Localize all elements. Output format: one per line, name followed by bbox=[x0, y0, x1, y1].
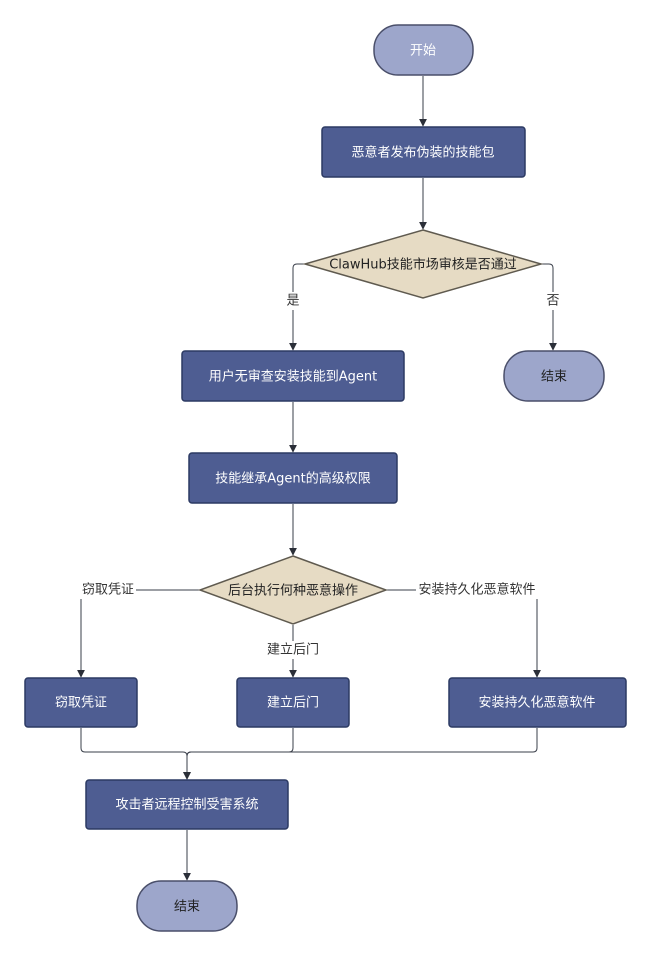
node-inherit-label: 技能继承Agent的高级权限 bbox=[215, 471, 370, 487]
node-end-final-label: 结束 bbox=[174, 900, 200, 915]
node-review-label: ClawHub技能市场审核是否通过 bbox=[329, 257, 517, 273]
node-publish-label: 恶意者发布伪装的技能包 bbox=[351, 145, 494, 161]
node-start[interactable]: 开始 bbox=[373, 24, 474, 76]
edge-review-install bbox=[289, 263, 305, 351]
edge-steal-control bbox=[80, 728, 191, 780]
node-install[interactable]: 用户无审查安装技能到Agent bbox=[181, 350, 405, 402]
edge-action-persist bbox=[386, 589, 541, 678]
node-control-label: 攻击者远程控制受害系统 bbox=[115, 797, 258, 813]
edge-label-no: 否 bbox=[546, 294, 559, 309]
edge-label-persist: 安装持久化恶意软件 bbox=[418, 582, 535, 598]
node-end-final[interactable]: 结束 bbox=[136, 880, 238, 932]
edge-backdoor-control bbox=[183, 728, 294, 780]
node-steal-label: 窃取凭证 bbox=[55, 695, 107, 711]
edge-persist-control bbox=[183, 728, 538, 780]
edge-label-yes: 是 bbox=[286, 294, 299, 309]
node-action-decision[interactable]: 后台执行何种恶意操作 bbox=[197, 555, 389, 625]
node-install-label: 用户无审查安装技能到Agent bbox=[209, 369, 377, 385]
node-publish[interactable]: 恶意者发布伪装的技能包 bbox=[321, 126, 526, 178]
edge-action-steal bbox=[77, 589, 200, 678]
node-control[interactable]: 攻击者远程控制受害系统 bbox=[85, 779, 289, 830]
node-backdoor[interactable]: 建立后门 bbox=[236, 677, 350, 728]
node-start-label: 开始 bbox=[410, 44, 436, 59]
edge-label-steal: 窃取凭证 bbox=[82, 582, 134, 598]
edge-labels: 是 否 窃取凭证 建立后门 安装持久化恶意软件 bbox=[80, 292, 562, 659]
node-end-reject[interactable]: 结束 bbox=[503, 350, 605, 402]
edge-review-end bbox=[541, 263, 557, 351]
node-end-reject-label: 结束 bbox=[541, 370, 567, 385]
node-backdoor-label: 建立后门 bbox=[267, 696, 319, 711]
node-inherit[interactable]: 技能继承Agent的高级权限 bbox=[188, 452, 398, 504]
node-steal[interactable]: 窃取凭证 bbox=[24, 677, 138, 728]
node-persist[interactable]: 安装持久化恶意软件 bbox=[448, 677, 627, 728]
node-action-label: 后台执行何种恶意操作 bbox=[228, 583, 358, 599]
edge-label-backdoor: 建立后门 bbox=[267, 643, 319, 658]
node-review-decision[interactable]: ClawHub技能市场审核是否通过 bbox=[302, 229, 544, 299]
node-persist-label: 安装持久化恶意软件 bbox=[478, 695, 595, 711]
